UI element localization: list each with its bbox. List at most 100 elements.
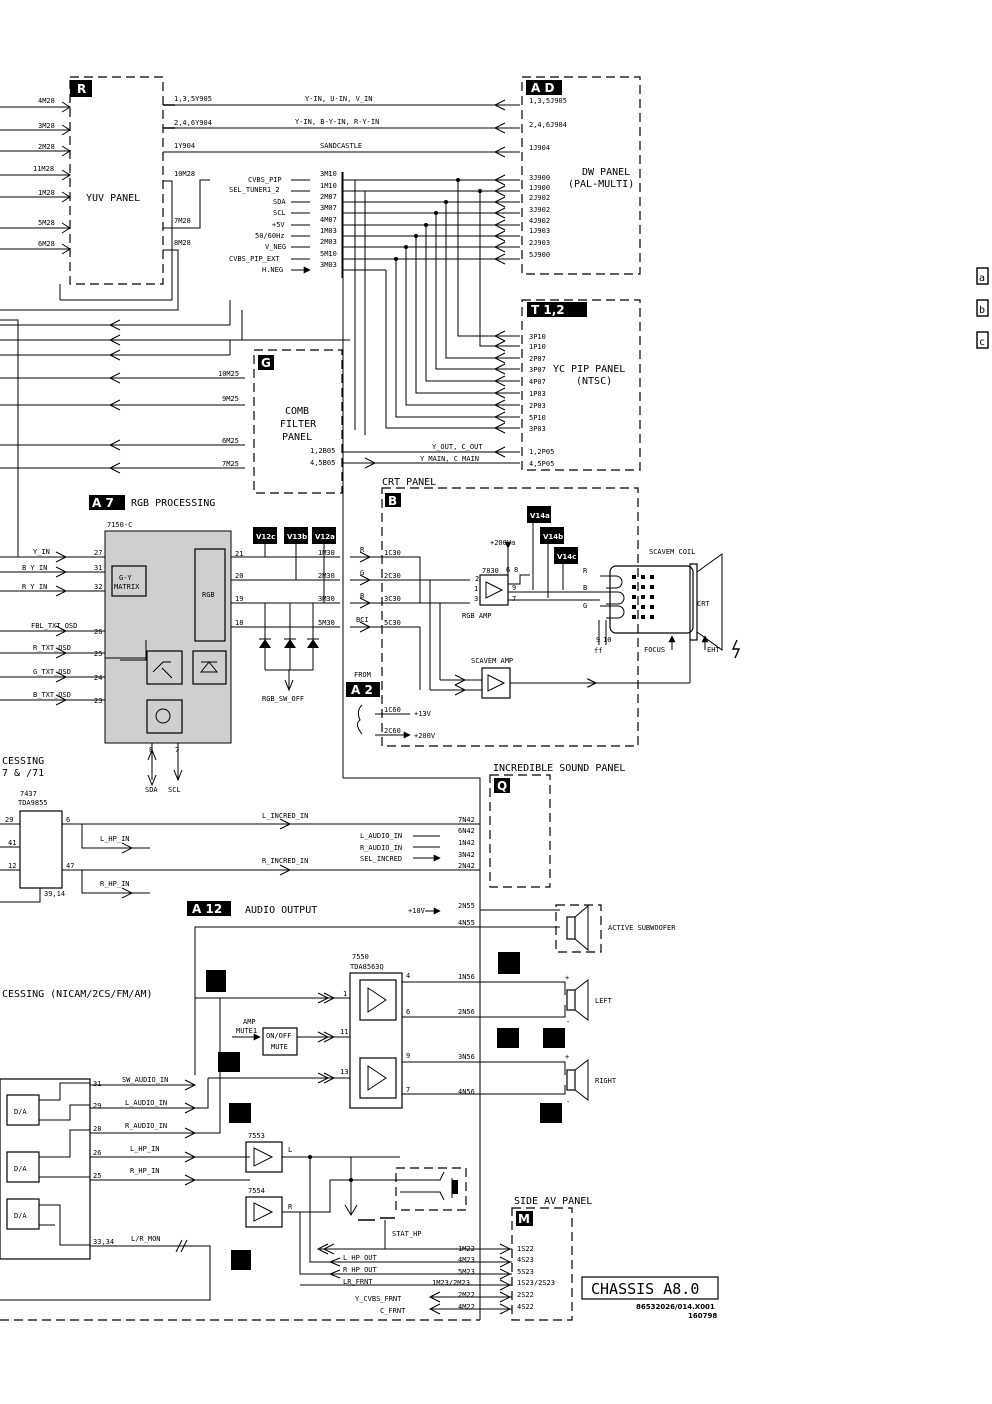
signal-label: STAT_HP bbox=[392, 1230, 422, 1238]
pin-label: 2M28 bbox=[38, 143, 55, 151]
signal-label: SEL_INCRED bbox=[360, 855, 402, 863]
tag-a12: A 12 bbox=[192, 902, 222, 916]
signal-label: G bbox=[583, 602, 587, 610]
signal-label: L_HP_OUT bbox=[343, 1254, 378, 1262]
pin-label: 1,2B05 bbox=[310, 447, 335, 455]
signal-label: R_AUDIO_IN bbox=[125, 1122, 167, 1130]
edge-tab-b: b bbox=[979, 305, 985, 316]
signal-label: L/R_MON bbox=[131, 1235, 161, 1243]
comb-filter-panel: G COMB FILTER PANEL 10M25 9M25 6M25 7M25… bbox=[218, 349, 520, 494]
ic-label: TDA9855 bbox=[18, 799, 48, 807]
signal-label: FROM bbox=[354, 671, 371, 679]
voltage-label: +18V bbox=[408, 907, 426, 915]
tda9855: 7437 TDA9855 29 41 12 6 47 39,14 L_INCRE… bbox=[0, 790, 480, 903]
pin-label: 4M23 bbox=[458, 1256, 475, 1264]
pin-label: 7 bbox=[406, 1086, 410, 1094]
pin-label: 3J900 bbox=[529, 174, 550, 182]
pin-label: 6M28 bbox=[38, 240, 55, 248]
signal-label: LR_FRNT bbox=[343, 1278, 373, 1286]
signal-label: Y_CVBS_FRNT bbox=[355, 1295, 402, 1303]
tag-g: G bbox=[261, 356, 271, 370]
pin-label: 18 bbox=[235, 619, 243, 627]
dw-panel: A D DW PANEL (PAL-MULTI) 1,3,5J905 2,4,6… bbox=[521, 76, 641, 275]
pin-label: 2C30 bbox=[384, 572, 401, 580]
pin-label: 1P03 bbox=[529, 390, 546, 398]
pin-label: 1J900 bbox=[529, 184, 550, 192]
pin-label: 29 bbox=[93, 1102, 101, 1110]
pin-label: 1M10 bbox=[320, 182, 337, 190]
pin-label: 2M03 bbox=[320, 238, 337, 246]
ic-label: TDA8563Q bbox=[350, 963, 384, 971]
pin-label: 31 bbox=[93, 1080, 101, 1088]
tag-r: R bbox=[77, 82, 86, 96]
pin-label: 1C30 bbox=[384, 549, 401, 557]
crt-panel-title: CRT PANEL bbox=[382, 477, 436, 488]
pin-label: 4S23 bbox=[517, 1256, 534, 1264]
pin-label: 3M03 bbox=[320, 261, 337, 269]
pin-label: 3M07 bbox=[320, 204, 337, 212]
pin-label: 7M28 bbox=[174, 217, 191, 225]
block-label: MUTE bbox=[271, 1043, 288, 1051]
ic-label: 7554 bbox=[248, 1187, 265, 1195]
pin-label: 27 bbox=[94, 549, 102, 557]
crt-panel: CRT PANEL B 1M30 2M30 3M30 5M30 R G B BC… bbox=[318, 477, 741, 747]
pin-label: 3P07 bbox=[529, 366, 546, 374]
tag-m: M bbox=[518, 1212, 530, 1226]
pin-label: 4 bbox=[406, 972, 410, 980]
pin-label: 5M28 bbox=[38, 219, 55, 227]
pin-label: 23 bbox=[94, 697, 102, 705]
side-av-panel: SIDE AV PANEL M 1S22 4S23 5S23 1S23/2S23… bbox=[300, 1196, 592, 1321]
pin-label: 2M22 bbox=[458, 1291, 475, 1299]
pin-label: 1C60 bbox=[384, 706, 401, 714]
pin-label: 31 bbox=[94, 564, 102, 572]
signal-label: R_Y_IN bbox=[22, 583, 47, 591]
test-point: V13b bbox=[287, 533, 307, 541]
pin-label: 1 bbox=[474, 585, 478, 593]
signal-label: R bbox=[360, 546, 365, 554]
signal-label: CVBS_PIP bbox=[248, 176, 282, 184]
pin-label: 7M25 bbox=[222, 460, 239, 468]
tag-a2: A 2 bbox=[351, 683, 373, 697]
rgb-amp-ic bbox=[479, 574, 509, 606]
yc-panel-title: YC PIP PANEL bbox=[553, 364, 625, 375]
pin-label: 2M07 bbox=[320, 193, 337, 201]
test-point: V14b bbox=[543, 533, 563, 541]
signal-label: V_NEG bbox=[265, 243, 286, 251]
speaker-label: RIGHT bbox=[595, 1077, 617, 1085]
pin-label: 25 bbox=[94, 650, 102, 658]
pin-label: 29 bbox=[5, 816, 13, 824]
pin-label: 7 bbox=[175, 746, 179, 754]
pin-label: 1,3,5J905 bbox=[529, 97, 567, 105]
pin-label: 28 bbox=[93, 1125, 101, 1133]
pin-label: 3P10 bbox=[529, 333, 546, 341]
signal-label: R_AUDIO_IN bbox=[360, 844, 402, 852]
tag-a7: A 7 bbox=[92, 496, 114, 510]
pin-label: 2J903 bbox=[529, 239, 550, 247]
doc-number: 86532026/014.X001 bbox=[636, 1303, 715, 1311]
pin-label: 1S22 bbox=[517, 1245, 534, 1253]
da-converters: D/A D/A D/A 31 29 28 26 25 33,34 SW_AUDI… bbox=[0, 998, 480, 1321]
signal-label: SW_AUDIO_IN bbox=[122, 1076, 168, 1084]
pin-label: 8 bbox=[514, 566, 518, 574]
polarity: - bbox=[566, 1018, 570, 1026]
pin-label: 2,4,6Y904 bbox=[174, 119, 212, 127]
signal-label: L_AUDIO_IN bbox=[125, 1099, 167, 1107]
signal-label: Y_MAIN, C_MAIN bbox=[420, 455, 479, 463]
pin-label: 5J900 bbox=[529, 251, 550, 259]
pin-label: 1N42 bbox=[458, 839, 475, 847]
pin-label: 26 bbox=[94, 628, 102, 636]
signal-bus: CVBS_PIP SEL_TUNER1_2 SDA SCL +5V 50/60H… bbox=[229, 170, 520, 778]
pin-label: 4N56 bbox=[458, 1088, 475, 1096]
signal-label: SANDCASTLE bbox=[320, 142, 362, 150]
pin-label: 11 bbox=[340, 1028, 348, 1036]
signal-label: L_HP_IN bbox=[130, 1145, 160, 1153]
signal-label: SCL bbox=[168, 786, 181, 794]
pin-label: 47 bbox=[66, 862, 74, 870]
signal-label: SDA bbox=[145, 786, 158, 794]
block-label: SCAVEM AMP bbox=[471, 657, 513, 665]
signal-label: RGB_SW_OFF bbox=[262, 695, 304, 703]
pin-label: 11M28 bbox=[33, 165, 54, 173]
pin-label: 1S23/2S23 bbox=[517, 1279, 555, 1287]
section-title: CESSING bbox=[2, 756, 44, 767]
comb-title: PANEL bbox=[282, 432, 312, 443]
